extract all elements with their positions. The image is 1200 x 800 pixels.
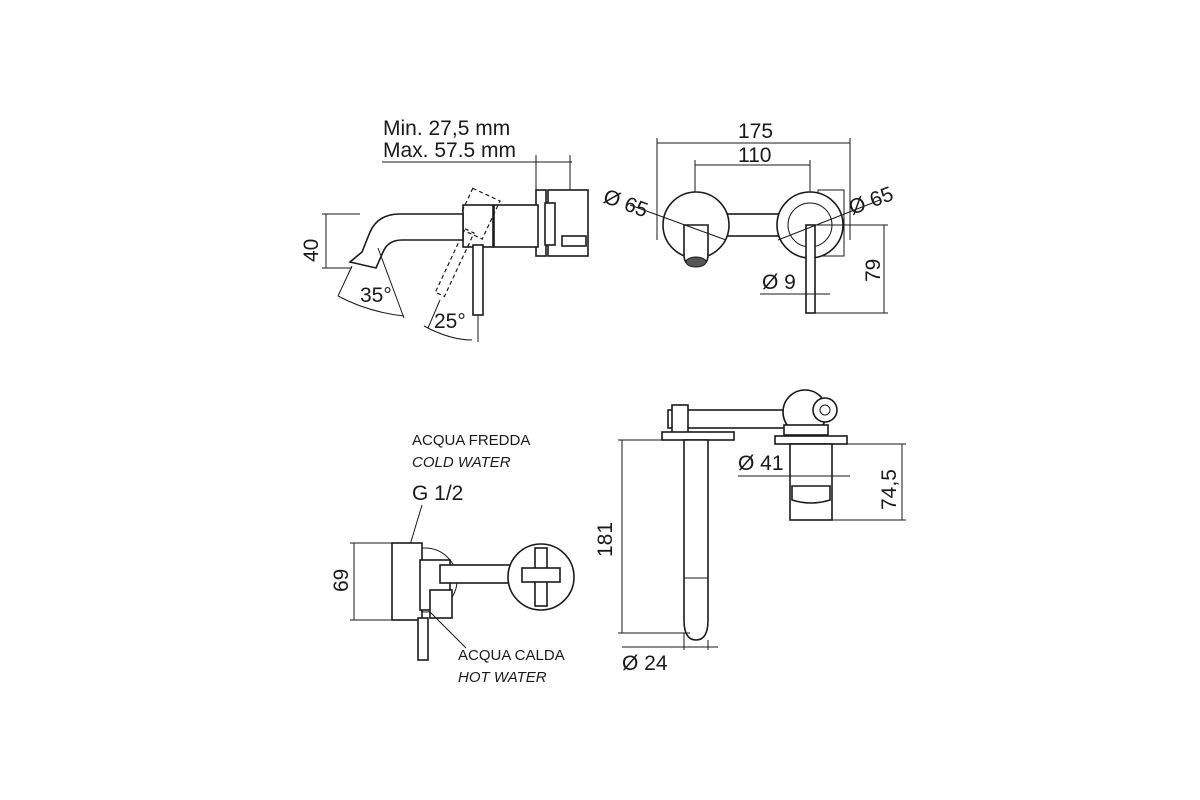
rear-valve-cross bbox=[521, 567, 561, 583]
lever-handle bbox=[472, 244, 484, 316]
top-left-block bbox=[671, 404, 689, 434]
top-right-knob-center bbox=[819, 404, 831, 416]
depth-max-label: Max. 57.5 mm bbox=[383, 139, 516, 162]
lever-angle-ext-2 bbox=[427, 299, 441, 329]
spout-angle-label: 35° bbox=[360, 284, 392, 307]
cold-leader bbox=[409, 504, 423, 546]
top-right-knob bbox=[812, 397, 838, 423]
spout-angle-ext bbox=[337, 265, 353, 297]
lever-angle-arc bbox=[423, 325, 473, 341]
rear-body-cap bbox=[429, 589, 453, 619]
rear-lever bbox=[417, 617, 429, 661]
lever-dia-label: Ø 9 bbox=[762, 271, 796, 294]
spout bbox=[348, 213, 464, 269]
depth-min-label: Min. 27,5 mm bbox=[383, 117, 510, 140]
body bbox=[493, 204, 539, 248]
lever-height-label: 79 bbox=[862, 259, 885, 282]
hot-leader bbox=[429, 611, 467, 649]
spout-angle-ext-2 bbox=[377, 247, 405, 319]
lever-angle-label: 25° bbox=[434, 310, 466, 333]
rear-body-block bbox=[391, 542, 423, 621]
spout-dia-label: Ø 24 bbox=[622, 652, 668, 675]
spout-angle-arc bbox=[337, 295, 405, 317]
cold-water-it-label: ACQUA FREDDA bbox=[412, 432, 530, 449]
spout-length-label: 181 bbox=[594, 522, 617, 557]
top-view: 181 Ø 24 Ø 41 74,5 bbox=[594, 389, 906, 675]
lever-front bbox=[805, 224, 816, 314]
lever-rotated-outline bbox=[434, 187, 501, 298]
hot-water-it-label: ACQUA CALDA bbox=[458, 647, 565, 664]
front-view: 175 110 Ø 65 Ø 65 Ø 9 79 bbox=[600, 120, 897, 314]
cold-water-en-label: COLD WATER bbox=[412, 454, 511, 471]
plate-dia-right-label: Ø 65 bbox=[846, 183, 897, 220]
top-spout bbox=[683, 439, 709, 641]
overall-width-label: 175 bbox=[738, 120, 773, 143]
rear-view: ACQUA FREDDA COLD WATER G 1/2 69 ACQUA C… bbox=[330, 432, 575, 686]
center-distance-label: 110 bbox=[738, 144, 771, 167]
top-plate-right bbox=[774, 435, 848, 445]
dia-right-leader bbox=[777, 199, 881, 241]
plate-dia-left-label: Ø 65 bbox=[600, 185, 651, 222]
top-plate-left bbox=[661, 431, 735, 441]
top-right-flange bbox=[783, 424, 829, 436]
thread-label: G 1/2 bbox=[412, 482, 463, 505]
body-flange bbox=[544, 202, 556, 246]
side-view: Min. 27,5 mm Max. 57.5 mm 40 35° bbox=[300, 117, 589, 342]
body-height-label: 69 bbox=[330, 569, 353, 592]
cartridge-body bbox=[789, 443, 833, 521]
spout-height-label: 40 bbox=[300, 239, 323, 262]
aerator bbox=[685, 256, 707, 268]
dia-left-leader bbox=[629, 204, 727, 241]
cartridge-cap bbox=[791, 485, 831, 504]
body-nut bbox=[561, 235, 587, 247]
hot-water-en-label: HOT WATER bbox=[458, 669, 547, 686]
cartridge-dia-label: Ø 41 bbox=[738, 452, 784, 475]
cartridge-height-label: 74,5 bbox=[878, 469, 901, 510]
